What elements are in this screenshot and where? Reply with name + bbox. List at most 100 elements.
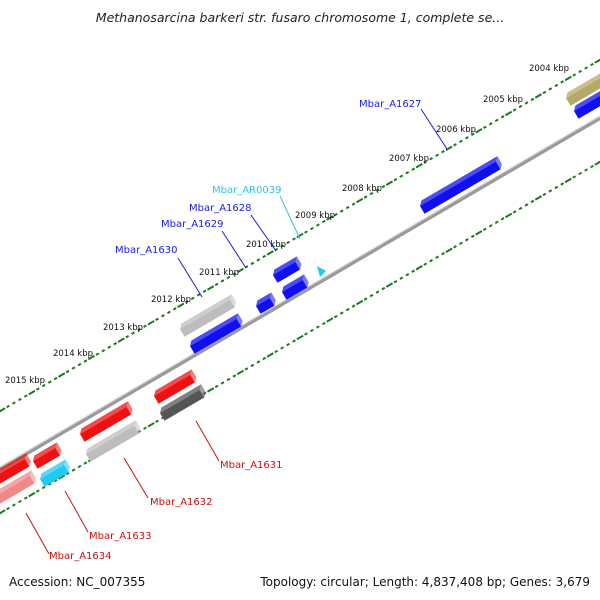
plus-gene-feature[interactable]: [418, 156, 504, 214]
major-tick: [296, 334, 304, 341]
major-tick: [564, 75, 572, 82]
minor-tick: [113, 342, 118, 346]
minor-tick: [530, 97, 535, 102]
major-tick: [594, 160, 600, 166]
plus-gene-feature[interactable]: [572, 90, 600, 119]
minus-gene-feature[interactable]: [31, 442, 63, 469]
minor-tick: [542, 192, 547, 197]
gene-top-face: [180, 294, 232, 329]
minor-tick: [65, 471, 70, 476]
major-tick: [475, 230, 483, 236]
minor-tick: [304, 332, 308, 336]
gene-front-face: [0, 475, 35, 506]
minor-tick: [47, 482, 52, 486]
gene-label-mbar-a1628[interactable]: Mbar_A1628: [189, 203, 252, 214]
gene-label-mbar-a1630[interactable]: Mbar_A1630: [115, 245, 178, 256]
minor-tick: [375, 290, 380, 294]
minor-tick: [41, 485, 46, 490]
minor-tick: [411, 269, 416, 273]
inner-tick-track: [0, 160, 600, 515]
minor-tick: [554, 83, 559, 88]
minor-tick: [143, 324, 147, 328]
plus-gene-feature[interactable]: [271, 256, 303, 283]
trna-gene-feature[interactable]: [38, 459, 72, 487]
scale-label: 2007 kbp: [389, 154, 429, 164]
minor-tick: [18, 397, 22, 402]
pseudo-gene-feature[interactable]: [178, 294, 238, 337]
major-tick: [415, 163, 423, 169]
minor-tick: [542, 90, 547, 95]
major-tick: [326, 215, 334, 221]
scale-label: 2010 kbp: [246, 240, 286, 250]
gene-label-mbar-ar0039[interactable]: Mbar_AR0039: [212, 185, 281, 196]
minor-tick: [465, 136, 469, 140]
plus-gene-feature[interactable]: [254, 292, 278, 314]
dark-gene-feature[interactable]: [158, 384, 208, 421]
minor-tick: [155, 317, 159, 321]
outer-tick-track: [0, 58, 600, 413]
minor-tick: [512, 108, 517, 112]
minor-tick: [518, 104, 523, 109]
major-tick: [385, 180, 394, 186]
minus-gene-feature[interactable]: [0, 453, 33, 486]
gene-top-face: [420, 156, 498, 206]
scale-label: 2014 kbp: [53, 349, 93, 359]
plus-gene-feature[interactable]: [280, 274, 311, 300]
major-tick: [355, 197, 364, 204]
minor-tick: [226, 377, 231, 382]
gene-end-face: [295, 256, 302, 270]
major-tick: [296, 232, 304, 239]
gene-label-mbar-a1627[interactable]: Mbar_A1627: [359, 99, 422, 110]
minor-tick: [441, 150, 445, 154]
minor-tick: [482, 227, 487, 231]
minor-tick: [339, 209, 344, 213]
minor-tick: [286, 240, 290, 245]
minor-tick: [429, 259, 433, 263]
minor-tick: [512, 210, 517, 214]
plus-gene-feature[interactable]: [188, 313, 245, 354]
pseudo-gene-feature[interactable]: [84, 420, 142, 462]
gene-end-face: [126, 401, 133, 415]
minus-gene-feature[interactable]: [152, 369, 198, 404]
major-tick: [475, 128, 483, 134]
minus-gene-feature[interactable]: [78, 401, 135, 442]
gene-label-mbar-a1633[interactable]: Mbar_A1633: [89, 531, 152, 542]
gene-front-face: [190, 318, 242, 354]
major-tick: [147, 422, 155, 428]
minor-tick: [590, 62, 594, 67]
gene-top-face: [154, 369, 192, 396]
minor-tick: [572, 73, 577, 77]
major-tick: [28, 491, 36, 498]
olive-gene-feature[interactable]: [564, 72, 600, 106]
minor-tick: [274, 349, 279, 354]
minor-tick: [524, 101, 529, 105]
gene-label-mbar-a1631[interactable]: Mbar_A1631: [220, 460, 283, 471]
gene-front-face: [80, 406, 132, 442]
minor-tick: [429, 157, 433, 161]
gene-features: [0, 72, 600, 506]
minor-tick: [12, 401, 16, 405]
minor-tick: [292, 237, 296, 241]
pink-gene-feature[interactable]: [0, 470, 38, 506]
minor-tick: [423, 262, 428, 266]
minor-tick: [220, 381, 225, 385]
gene-label-mbar-a1634[interactable]: Mbar_A1634: [49, 551, 112, 562]
minor-tick: [286, 342, 290, 347]
minor-tick: [35, 489, 40, 493]
minor-tick: [167, 310, 171, 314]
minor-tick: [381, 286, 386, 291]
minor-tick: [304, 230, 308, 234]
gene-label-mbar-a1629[interactable]: Mbar_A1629: [161, 219, 224, 230]
minor-tick: [548, 189, 553, 193]
major-tick: [415, 265, 423, 271]
minor-tick: [441, 252, 445, 256]
minor-tick: [256, 258, 261, 262]
leader-line: [250, 214, 277, 252]
leader-line: [195, 420, 220, 462]
major-tick: [594, 58, 600, 64]
minor-tick: [381, 184, 386, 189]
gene-front-face: [33, 447, 60, 469]
gene-label-mbar-a1632[interactable]: Mbar_A1632: [150, 497, 213, 508]
minor-tick: [226, 275, 231, 280]
